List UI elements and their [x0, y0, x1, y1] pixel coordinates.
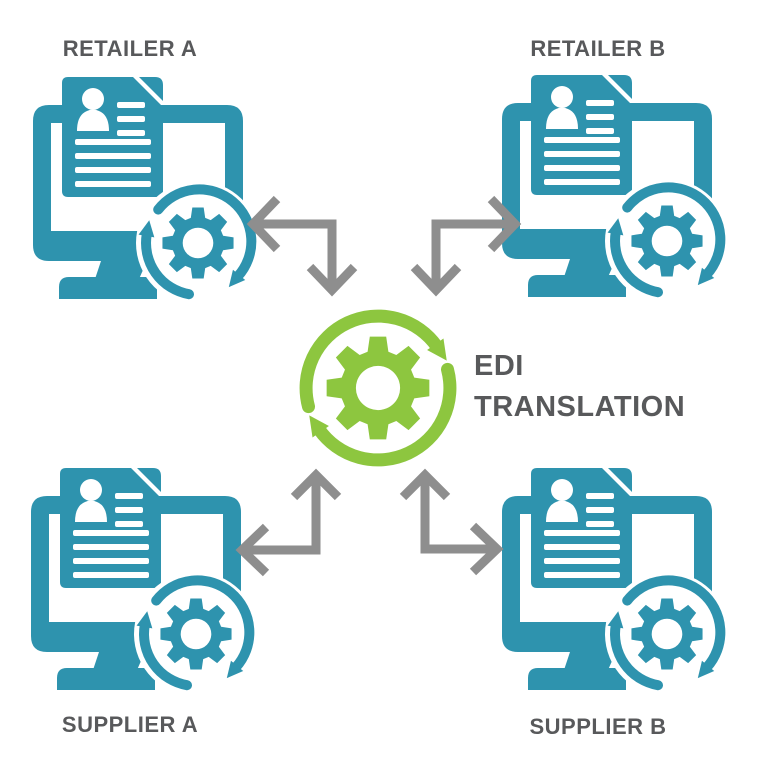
node-label-retailer-a: RETAILER A	[62, 36, 198, 61]
arrow-supplier-a	[235, 468, 342, 577]
center-label-line1: EDI	[474, 350, 524, 382]
sync-arrows-icon	[299, 309, 457, 467]
arrow-supplier-b	[399, 468, 504, 576]
center-label: EDI TRANSLATION	[474, 346, 685, 428]
node-label-retailer-b: RETAILER B	[530, 36, 666, 61]
center-label-line2: TRANSLATION	[474, 391, 686, 423]
arrow-retailer-a	[246, 195, 358, 297]
node-label-supplier-a: SUPPLIER A	[61, 712, 199, 737]
node-label-supplier-b: SUPPLIER B	[529, 714, 667, 739]
sync-gear-icon	[299, 309, 457, 467]
gear-icon	[326, 336, 430, 440]
arrow-retailer-b	[410, 195, 522, 297]
